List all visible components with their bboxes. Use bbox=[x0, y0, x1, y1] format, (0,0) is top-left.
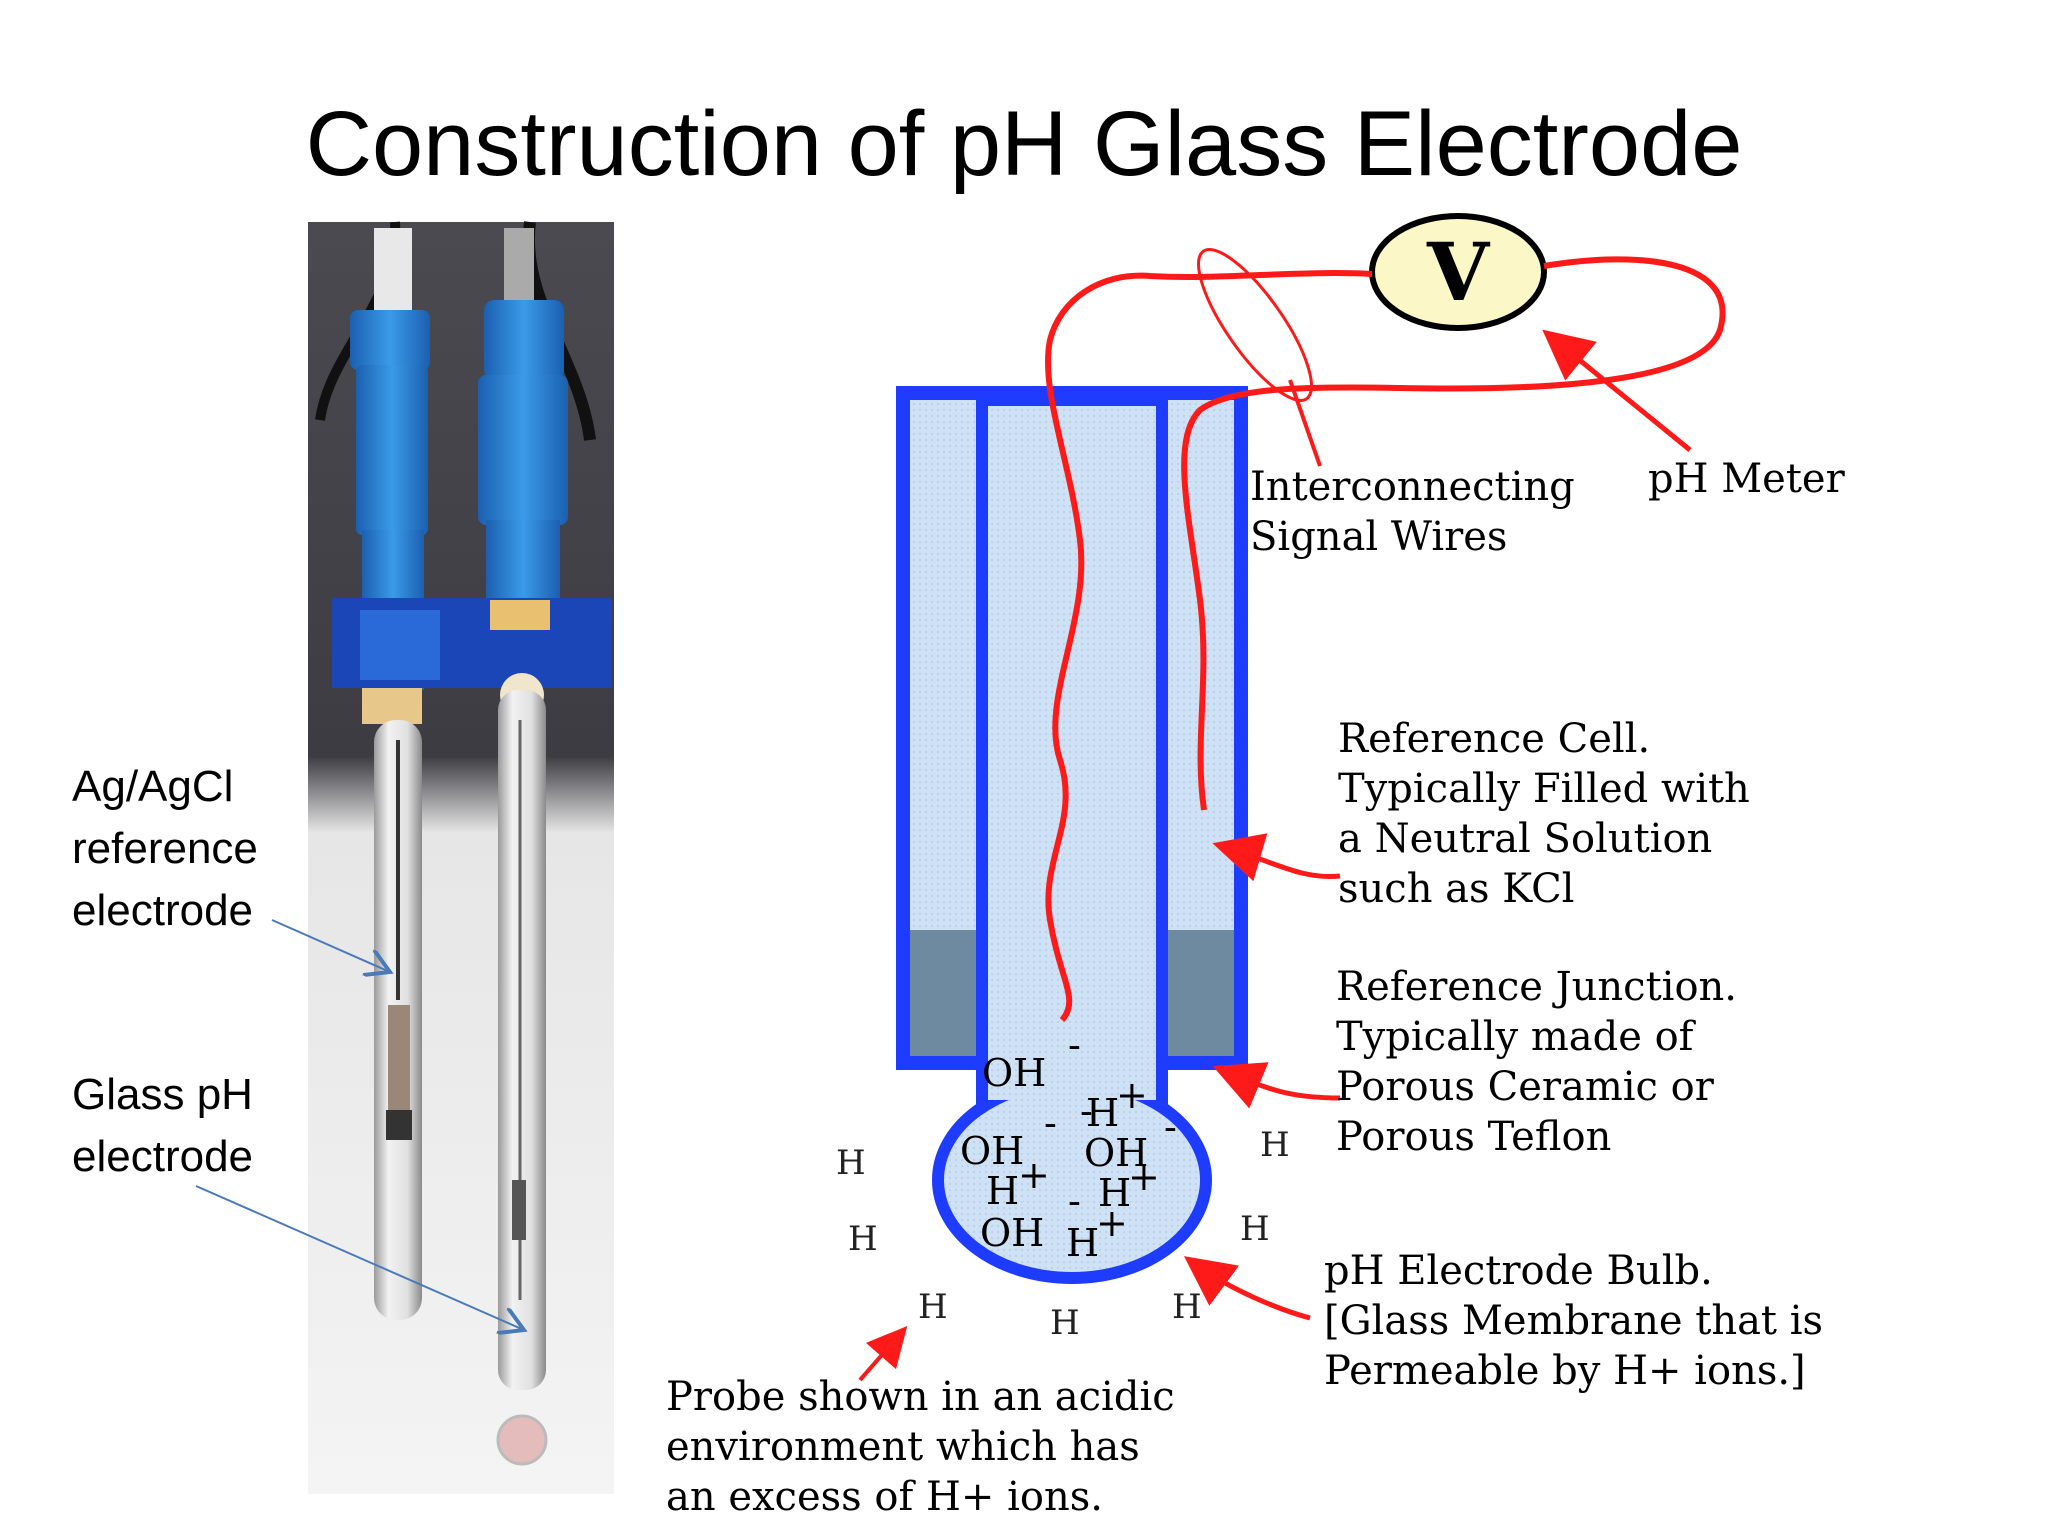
glass-label-line-1: Glass pH bbox=[72, 1070, 253, 1119]
ion-minus-1: - bbox=[1068, 1023, 1081, 1067]
probe-line-3: an excess of H+ ions. bbox=[666, 1474, 1103, 1520]
bulb-label: pH Electrode Bulb. [Glass Membrane that … bbox=[1324, 1246, 1823, 1396]
reference-label-line-2: reference bbox=[72, 824, 258, 873]
ion-oh-left: OH bbox=[960, 1129, 1024, 1173]
wires-label-line-2: Signal Wires bbox=[1250, 514, 1508, 560]
outside-ion-6: H bbox=[1240, 1209, 1270, 1249]
probe-label: Probe shown in an acidic environment whi… bbox=[666, 1372, 1175, 1522]
reference-cell-line-3: a Neutral Solution bbox=[1338, 816, 1713, 862]
reference-electrode-label: Ag/AgCl reference electrode bbox=[72, 756, 332, 942]
reference-junction-right bbox=[1166, 930, 1234, 1056]
probe-line-2: environment which has bbox=[666, 1424, 1140, 1470]
ion-minus-3: - bbox=[1044, 1101, 1057, 1145]
ion-h-3: H bbox=[1098, 1171, 1131, 1215]
voltmeter-symbol: V bbox=[1426, 225, 1491, 319]
outside-ion-4: H bbox=[1050, 1303, 1080, 1343]
bulb-line-2: [Glass Membrane that is bbox=[1324, 1298, 1824, 1344]
ion-minus-5: - bbox=[1068, 1179, 1081, 1223]
reference-pointer-arrow bbox=[271, 919, 390, 972]
reference-junction-left bbox=[910, 930, 978, 1056]
ion-minus-2: - bbox=[1080, 1089, 1093, 1133]
outside-ion-5: H bbox=[1172, 1287, 1202, 1327]
signal-wire-inner bbox=[1044, 270, 1373, 1023]
junction-line-4: Porous Teflon bbox=[1336, 1114, 1612, 1160]
ion-oh-top: OH bbox=[982, 1051, 1046, 1095]
outside-ion-7: H bbox=[1260, 1125, 1290, 1165]
signal-wire-reference bbox=[1181, 256, 1726, 811]
reference-cell-line-4: such as KCl bbox=[1338, 866, 1575, 912]
reference-label-line-3: electrode bbox=[72, 886, 254, 935]
ion-oh-right: OH bbox=[1084, 1131, 1148, 1175]
glass-pointer-arrow bbox=[195, 1185, 524, 1330]
ion-plus-1: + bbox=[1116, 1073, 1148, 1117]
reference-junction-label: Reference Junction. Typically made of Po… bbox=[1336, 962, 1737, 1162]
wires-label-line-1: Interconnecting bbox=[1250, 464, 1575, 510]
wires-highlight-ellipse bbox=[1197, 248, 1313, 402]
reference-label-line-1: Ag/AgCl bbox=[72, 762, 234, 811]
ion-h-2: H bbox=[986, 1169, 1019, 1213]
outside-ion-3: H bbox=[918, 1287, 948, 1327]
ph-meter-label: pH Meter bbox=[1648, 456, 1845, 502]
ion-h-1: H bbox=[1086, 1091, 1119, 1135]
ion-minus-4: - bbox=[1164, 1105, 1177, 1149]
junction-line-3: Porous Ceramic or bbox=[1336, 1064, 1714, 1110]
junction-line-1: Reference Junction. bbox=[1336, 964, 1737, 1010]
reference-cell-line-1: Reference Cell. bbox=[1338, 716, 1651, 762]
glass-label-line-2: electrode bbox=[72, 1132, 254, 1181]
outside-ion-2: H bbox=[848, 1219, 878, 1259]
page-title: Construction of pH Glass Electrode bbox=[305, 93, 1743, 195]
reference-cell-label: Reference Cell. Typically Filled with a … bbox=[1338, 714, 1750, 914]
wires-label: Interconnecting Signal Wires bbox=[1250, 462, 1575, 562]
probe-line-1: Probe shown in an acidic bbox=[666, 1374, 1175, 1420]
bulb-line-1: pH Electrode Bulb. bbox=[1324, 1248, 1713, 1294]
ion-plus-4: + bbox=[1096, 1201, 1128, 1245]
bulb-line-3: Permeable by H+ ions.] bbox=[1324, 1348, 1806, 1394]
ion-plus-3: + bbox=[1128, 1155, 1160, 1199]
reference-cell-line-2: Typically Filled with bbox=[1338, 766, 1750, 812]
outside-ion-1: H bbox=[836, 1143, 866, 1183]
glass-electrode-label: Glass pH electrode bbox=[72, 1064, 332, 1188]
ion-h-4: H bbox=[1066, 1221, 1099, 1265]
ion-oh-bottom: OH bbox=[980, 1211, 1044, 1255]
ion-plus-2: + bbox=[1018, 1153, 1050, 1197]
junction-line-2: Typically made of bbox=[1336, 1014, 1694, 1060]
